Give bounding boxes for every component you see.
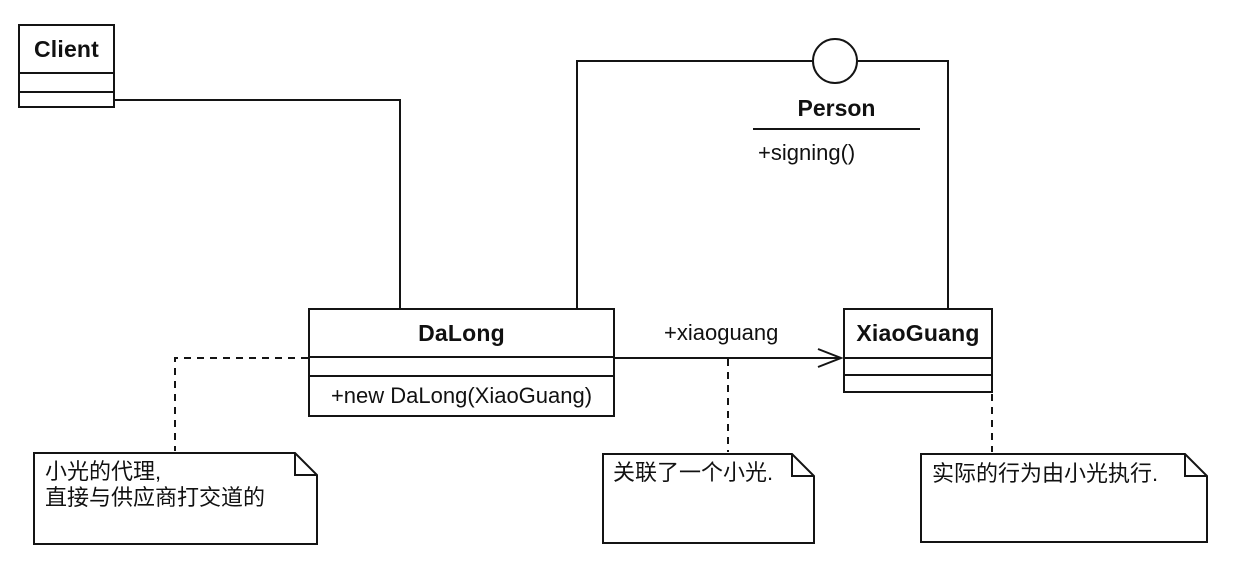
note-text: 关联了一个小光. [613, 460, 773, 486]
class-name-xiaoguang: XiaoGuang [856, 320, 980, 346]
note-outline [33, 452, 318, 545]
note-outline [602, 453, 815, 544]
operation-label: +new DaLong(XiaoGuang) [330, 383, 593, 408]
interface-name: Person [753, 95, 920, 130]
client-dalong-connector [115, 99, 401, 309]
note-text: 小光的代理, 直接与供应商打交道的 [45, 459, 265, 511]
class-box-client: Client [18, 24, 115, 108]
interface-lollipop-icon [812, 38, 858, 84]
note-text: 实际的行为由小光执行. [932, 461, 1158, 487]
association-arrowhead-icon [817, 348, 844, 368]
association-label: +xiaoguang [664, 320, 779, 345]
class-operations-xiaoguang [845, 374, 991, 391]
class-attributes-client [20, 72, 113, 91]
note-dalong-proxy: 小光的代理, 直接与供应商打交道的 [33, 452, 318, 545]
class-operations-client [20, 91, 113, 106]
class-attributes-xiaoguang [845, 357, 991, 374]
note-line: 小光的代理, [45, 459, 162, 484]
interface-left-connector [576, 60, 812, 309]
note-outline [920, 453, 1208, 543]
class-name-client: Client [33, 35, 100, 62]
interface-right-connector [858, 60, 949, 309]
note-line: 实际的行为由小光执行. [932, 461, 1159, 486]
note-association: 关联了一个小光. [602, 453, 815, 544]
note-line: 关联了一个小光. [613, 460, 774, 485]
class-box-xiaoguang: XiaoGuang [843, 308, 993, 393]
interface-operation: +signing() [758, 140, 856, 165]
note-connector-dalong [174, 357, 308, 451]
note-line: 直接与供应商打交道的 [45, 485, 266, 510]
class-box-dalong: DaLong +new DaLong(XiaoGuang) [308, 308, 615, 417]
class-operations-dalong: +new DaLong(XiaoGuang) [310, 375, 613, 415]
note-xiaoguang-behavior: 实际的行为由小光执行. [920, 453, 1208, 543]
class-attributes-dalong [310, 356, 613, 375]
class-name-dalong: DaLong [418, 319, 505, 346]
